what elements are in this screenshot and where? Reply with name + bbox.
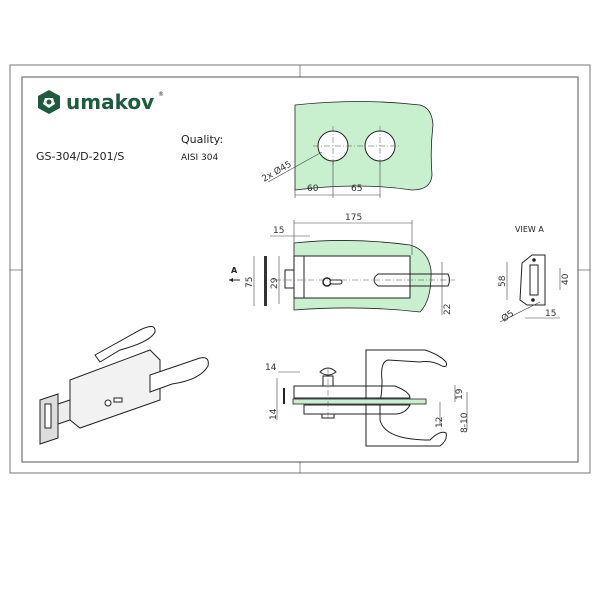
dim-65: 65	[351, 184, 362, 194]
dim-side-14-left: 14	[269, 408, 279, 420]
dim-side-14-top: 14	[265, 363, 277, 373]
brand-logo-icon	[38, 90, 60, 114]
dim-75: 75	[245, 277, 255, 288]
quality-value: AISI 304	[181, 153, 218, 163]
section-marker: A	[231, 266, 238, 275]
dim-40: 40	[561, 273, 571, 285]
dim-29: 29	[270, 277, 280, 289]
product-code: GS-304/D-201/S	[36, 150, 124, 163]
registered-mark: ®	[158, 91, 164, 98]
product-isometric-illustration	[39, 326, 209, 445]
view-a: VIEW A 58 40 Ø5 15	[498, 225, 571, 324]
side-view: 14 14 19 12 8-10	[265, 349, 470, 447]
quality-label: Quality:	[181, 133, 223, 146]
dim-holes: 2x Ø45	[260, 159, 294, 185]
dim-view-a-15: 15	[545, 309, 556, 319]
view-a-title: VIEW A	[515, 225, 544, 234]
dim-15: 15	[273, 226, 284, 236]
dim-175: 175	[345, 213, 362, 223]
dim-60: 60	[307, 184, 319, 194]
brand-name: umakov	[66, 90, 154, 114]
dim-12: 12	[435, 417, 445, 428]
dim-58: 58	[498, 275, 508, 287]
top-view: 60 65 2x Ø45	[260, 101, 434, 198]
dim-hole: Ø5	[499, 308, 516, 324]
front-view: 175 15 75 29 22 A	[229, 213, 455, 315]
frame-ticks	[10, 65, 590, 473]
dim-8-10: 8-10	[460, 412, 470, 433]
dim-22: 22	[443, 304, 453, 315]
dim-19: 19	[455, 388, 465, 400]
